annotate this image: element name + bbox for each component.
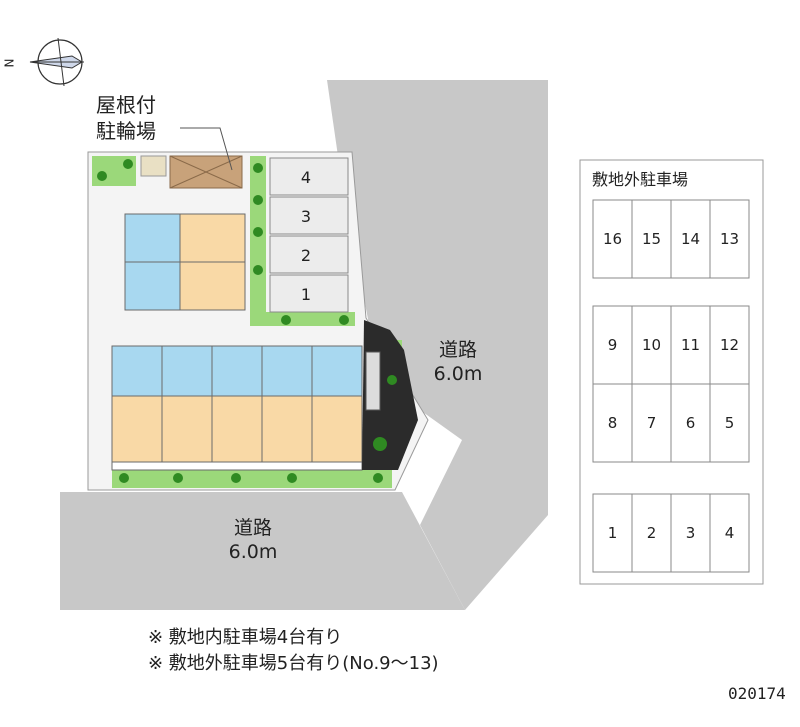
property-code: 020174 bbox=[728, 684, 786, 703]
building-lower bbox=[111, 345, 363, 471]
road-south-area bbox=[60, 492, 465, 610]
road-south-label: 道路 6.0m bbox=[220, 516, 286, 564]
unit-upper-2-room bbox=[179, 261, 246, 311]
offsite-slot-6 bbox=[670, 383, 711, 463]
greenery-bottom bbox=[112, 470, 392, 488]
offsite-slot-label: 10 bbox=[642, 336, 661, 354]
onsite-slot-1 bbox=[269, 274, 349, 313]
onsite-slot-label: 4 bbox=[301, 168, 311, 187]
road-south-width: 6.0m bbox=[228, 541, 278, 563]
onsite-slot-label: 2 bbox=[301, 246, 311, 265]
offsite-slot-label: 5 bbox=[725, 414, 735, 432]
onsite-slot-2 bbox=[269, 235, 349, 274]
offsite-slot-label: 9 bbox=[608, 336, 618, 354]
offsite-slot-10 bbox=[631, 305, 672, 385]
road-east-area bbox=[327, 80, 548, 610]
offsite-slot-label: 4 bbox=[725, 524, 735, 542]
offsite-slot-label: 14 bbox=[681, 230, 700, 248]
offsite-slot-15 bbox=[631, 199, 672, 279]
bicycle-leader-line bbox=[180, 127, 233, 171]
offsite-slot-12 bbox=[709, 305, 750, 385]
unit-upper-2-water bbox=[124, 261, 181, 311]
offsite-slot-label: 3 bbox=[686, 524, 696, 542]
offsite-slot-label: 13 bbox=[720, 230, 739, 248]
shrubs bbox=[97, 159, 397, 483]
offsite-slot-16 bbox=[592, 199, 633, 279]
greenery-row bbox=[250, 312, 355, 326]
note-onsite: ※ 敷地内駐車場4台有り bbox=[148, 627, 343, 648]
road-east-label: 道路 6.0m bbox=[425, 338, 491, 386]
offsite-slot-label: 15 bbox=[642, 230, 661, 248]
road-east-width: 6.0m bbox=[433, 363, 483, 385]
offsite-slot-label: 8 bbox=[608, 414, 618, 432]
onsite-slot-4 bbox=[269, 157, 349, 196]
offsite-slot-8 bbox=[592, 383, 633, 463]
unit-upper-1-water bbox=[124, 213, 181, 263]
offsite-parking-title: 敷地外駐車場 bbox=[592, 170, 689, 189]
offsite-slot-5 bbox=[709, 383, 750, 463]
offsite-slot-label: 1 bbox=[608, 524, 618, 542]
offsite-slot-13 bbox=[709, 199, 750, 279]
trash-area bbox=[140, 155, 167, 177]
offsite-slot-1 bbox=[592, 493, 633, 573]
offsite-slot-2 bbox=[631, 493, 672, 573]
onsite-slot-3 bbox=[269, 196, 349, 235]
bicycle-parking-line2: 駐輪場 bbox=[96, 119, 156, 143]
road-south-name: 道路 bbox=[233, 517, 272, 539]
offsite-slot-4 bbox=[709, 493, 750, 573]
onsite-slot-label: 1 bbox=[301, 285, 311, 304]
offsite-slot-label: 6 bbox=[686, 414, 696, 432]
stairs bbox=[365, 351, 381, 411]
onsite-slot-label: 3 bbox=[301, 207, 311, 226]
note-offsite: ※ 敷地外駐車場5台有り(No.9～13) bbox=[148, 653, 439, 674]
onsite-parking: 4 3 2 1 bbox=[269, 157, 349, 313]
road-east-name: 道路 bbox=[438, 339, 477, 361]
offsite-slot-label: 7 bbox=[647, 414, 657, 432]
bicycle-parking-label: 屋根付 駐輪場 bbox=[96, 92, 156, 144]
offsite-slot-label: 12 bbox=[720, 336, 739, 354]
bicycle-parking-line1: 屋根付 bbox=[96, 93, 156, 117]
compass-icon bbox=[29, 37, 84, 87]
offsite-slot-9 bbox=[592, 305, 633, 385]
unit-upper-1-room bbox=[179, 213, 246, 263]
offsite-slot-label: 2 bbox=[647, 524, 657, 542]
offsite-slot-label: 11 bbox=[681, 336, 700, 354]
compass-label: N bbox=[2, 58, 17, 68]
offsite-slot-label: 16 bbox=[603, 230, 622, 248]
